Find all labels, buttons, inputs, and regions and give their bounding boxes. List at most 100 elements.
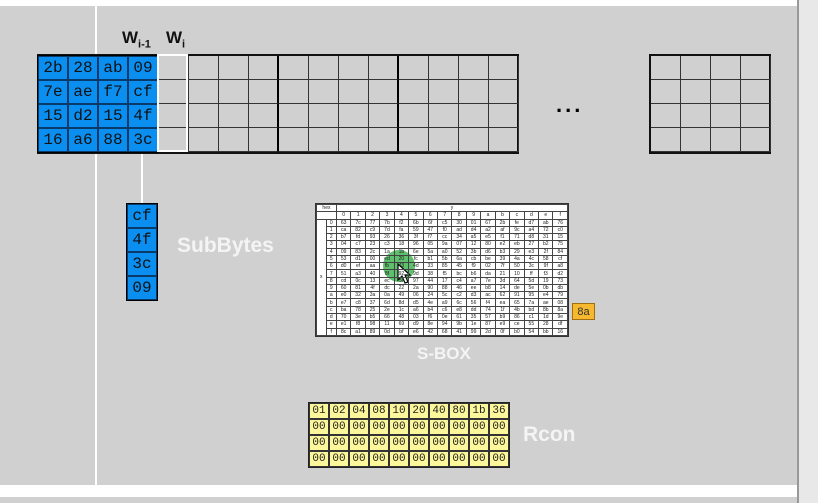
sbox-cell: 6b — [408, 218, 424, 227]
sbox-cell: 53 — [335, 254, 352, 264]
sbox-cell: 7a — [523, 298, 540, 307]
sbox-cell: 01 — [465, 218, 482, 227]
sbox-cell: 58 — [538, 254, 554, 264]
sbox-cell: 0b — [538, 283, 554, 293]
sbox-cell: 4f — [364, 283, 381, 293]
sbox-cell: 71 — [509, 233, 525, 242]
key-byte: f7 — [98, 80, 128, 104]
rcon-byte: 00 — [329, 419, 349, 435]
sbox-cell: ba — [335, 305, 352, 315]
sbox-y-label: y — [335, 203, 569, 213]
subbytes-label: SubBytes — [177, 234, 274, 257]
sbox-cell: f4 — [480, 298, 496, 307]
rcon-byte: 00 — [449, 451, 469, 467]
sbox-cell: 0c — [350, 276, 366, 285]
sbox-cell: cf — [552, 254, 568, 264]
sbox-cell: 8d — [393, 298, 410, 307]
sbox-cell: 39 — [494, 254, 511, 264]
sbox-cell: dc — [379, 283, 395, 293]
key-byte: ab — [98, 56, 128, 80]
sbox-col-header: 5 — [408, 211, 424, 220]
sbox-cell: 3c — [523, 262, 540, 271]
sbox-cell: b5 — [364, 312, 381, 322]
sbox-col-header: c — [509, 211, 525, 220]
rotword-byte: 3c — [127, 252, 157, 276]
sbox-cell: e7 — [335, 298, 352, 307]
sbox-cell: e8 — [451, 305, 467, 315]
sbox-cell: 75 — [552, 240, 568, 249]
sbox-cell: b6 — [465, 269, 482, 278]
sbox-cell: 6f — [422, 218, 438, 227]
divider-line — [95, 6, 97, 485]
sbox-cell: e6 — [408, 327, 424, 337]
sbox-cell: 70 — [335, 312, 352, 322]
sbox-cell: 0f — [494, 327, 511, 337]
rcon-byte: 00 — [489, 451, 509, 467]
sbox-cell: 6e — [408, 247, 424, 256]
sbox-cell: e9 — [494, 320, 511, 329]
sbox-cell: a5 — [465, 233, 482, 242]
sbox-cell: 7d — [379, 225, 395, 235]
grid-cell — [429, 56, 459, 80]
rcon-byte: 08 — [369, 403, 389, 419]
sbox-cell: 28 — [538, 320, 554, 329]
sbox-col-header: b — [494, 211, 511, 220]
grid-cell — [309, 80, 339, 104]
sbox-cell: 49 — [393, 291, 410, 300]
sbox-cell: e1 — [335, 320, 352, 329]
sbox-cell: 3b — [465, 247, 482, 256]
sbox-cell: ed — [379, 254, 395, 264]
sbox-cell: b9 — [494, 312, 511, 322]
sbox-cell: 98 — [364, 320, 381, 329]
sbox-cell: 8c — [335, 327, 352, 337]
sbox-cell: 14 — [494, 283, 511, 293]
sbox-cell: f6 — [422, 312, 438, 322]
sbox-cell: 87 — [480, 320, 496, 329]
sbox-cell: 4b — [509, 305, 525, 315]
grid-cell — [741, 80, 771, 104]
sbox-cell: 3f — [408, 233, 424, 242]
grid-cell — [651, 128, 681, 152]
sbox-cell: 55 — [523, 320, 540, 329]
sbox-cell: 6c — [451, 298, 467, 307]
grid-cell — [459, 56, 489, 80]
sbox-cell: 00 — [364, 254, 381, 264]
key-byte: 2b — [38, 56, 68, 80]
sbox-cell: da — [480, 269, 496, 278]
sbox-label: S-BOX — [417, 344, 471, 363]
sbox-cell: c2 — [451, 291, 467, 300]
sbox-cell: d0 — [335, 262, 352, 271]
sbox-cell: c8 — [350, 298, 366, 307]
sbox-cell: 18 — [393, 240, 410, 249]
grid-cell — [489, 56, 519, 80]
sbox-cell: fe — [509, 218, 525, 227]
sbox-cell: 1d — [538, 312, 554, 322]
sbox-cell: 36 — [393, 233, 410, 242]
sbox-cell: 60 — [335, 283, 352, 293]
sbox-cell: 30 — [451, 218, 467, 227]
rcon-byte: 00 — [389, 451, 409, 467]
sbox-cell: 25 — [364, 305, 381, 315]
sbox-result-badge: 8a — [572, 303, 595, 320]
rcon-byte: 00 — [449, 419, 469, 435]
sbox-cell: e0 — [335, 291, 352, 300]
sbox-cell: 94 — [436, 320, 453, 329]
key-byte: a6 — [68, 128, 98, 152]
grid-cell — [189, 80, 219, 104]
grid-cell — [429, 128, 459, 152]
sbox-cell: 42 — [422, 327, 438, 337]
sbox-cell: 91 — [509, 291, 525, 300]
sbox-cell: de — [509, 283, 525, 293]
sbox-cell: b4 — [422, 305, 438, 315]
sbox-cell: 05 — [422, 240, 438, 249]
sbox-cell: 06 — [408, 291, 424, 300]
sbox-cell: db — [552, 283, 568, 293]
sbox-cell: 61 — [451, 312, 467, 322]
sbox-cell: 35 — [465, 312, 482, 322]
sbox-col-header: d — [523, 211, 540, 220]
sbox-cell: 09 — [335, 247, 352, 256]
rcon-byte: 04 — [349, 403, 369, 419]
grid-cell — [339, 80, 369, 104]
rcon-byte: 00 — [369, 419, 389, 435]
